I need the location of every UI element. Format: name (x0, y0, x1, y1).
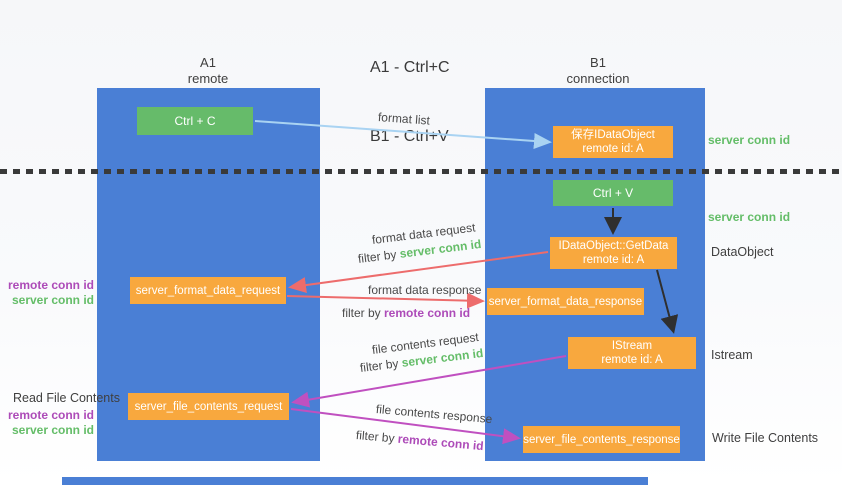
edge-label-format-data-response: format data response (368, 283, 482, 297)
node-idataobject-getdata-line2: remote id: A (582, 254, 645, 266)
remote-conn-id-text: remote conn id (397, 431, 485, 454)
column-a1-subtitle: remote (187, 71, 229, 86)
left-conn-id-pair-2: remote conn id server conn id (2, 408, 94, 438)
column-header-a1: A1 remote (148, 55, 268, 87)
node-save-idataobject-line2: remote id: A (582, 143, 644, 155)
node-server-file-contents-response: server_file_contents_response (523, 426, 680, 453)
diagram-title: A1 - Ctrl+C B1 - Ctrl+V (370, 10, 450, 194)
server-conn-id-label: server conn id (11, 293, 94, 307)
node-save-idataobject-line1: 保存IDataObject (571, 129, 655, 141)
node-istream-line1: IStream (611, 340, 653, 352)
side-label-dataobject: DataObject (711, 245, 774, 259)
node-istream-line2: remote id: A (601, 354, 663, 366)
side-label-istream: Istream (711, 348, 753, 362)
node-server-format-data-request: server_format_data_request (130, 277, 286, 304)
column-b1-name: B1 (590, 55, 606, 70)
side-label-server-conn-id-mid: server conn id (708, 210, 791, 224)
node-ctrl-c: Ctrl + C (137, 107, 253, 135)
node-server-file-contents-request: server_file_contents_request (128, 393, 289, 420)
edge-label-file-contents-response: file contents response (375, 402, 493, 427)
filter-by-text: filter by (357, 246, 401, 266)
edge-label-filter-remote-1: filter by remote conn id (342, 306, 470, 320)
node-ctrl-c-label: Ctrl + C (174, 114, 216, 128)
node-save-idataobject: 保存IDataObject remote id: A (553, 126, 673, 158)
side-label-read-file-contents: Read File Contents (12, 391, 120, 405)
node-ctrl-v: Ctrl + V (553, 180, 673, 206)
remote-conn-id-text: remote conn id (384, 306, 471, 320)
filter-by-text: filter by (359, 355, 403, 375)
column-a1-name: A1 (200, 55, 216, 70)
column-header-b1: B1 connection (538, 55, 658, 87)
dotted-separator-line (0, 169, 842, 174)
server-conn-id-label: server conn id (11, 423, 94, 437)
title-line-1: A1 - Ctrl+C (370, 59, 450, 76)
node-ctrl-v-label: Ctrl + V (592, 186, 634, 200)
node-server-file-contents-response-label: server_file_contents_response (523, 433, 680, 446)
side-label-server-conn-id-top: server conn id (708, 133, 791, 147)
column-b1-subtitle: connection (566, 71, 630, 86)
title-line-2: B1 - Ctrl+V (370, 128, 449, 145)
node-idataobject-getdata-line1: IDataObject::GetData (558, 240, 669, 252)
bottom-blue-bar (62, 477, 648, 485)
node-idataobject-getdata: IDataObject::GetData remote id: A (550, 237, 677, 269)
node-server-format-data-response: server_format_data_response (487, 288, 644, 315)
filter-by-text: filter by (355, 428, 399, 446)
side-label-write-file-contents: Write File Contents (712, 431, 819, 445)
node-server-format-data-request-label: server_format_data_request (135, 284, 281, 297)
node-istream: IStream remote id: A (568, 337, 696, 369)
remote-conn-id-label: remote conn id (7, 278, 94, 292)
edge-label-filter-remote-2: filter by remote conn id (355, 428, 484, 453)
remote-conn-id-label: remote conn id (7, 408, 94, 422)
node-server-format-data-response-label: server_format_data_response (488, 295, 643, 308)
node-server-file-contents-request-label: server_file_contents_request (134, 400, 283, 413)
filter-by-text: filter by (342, 306, 385, 320)
left-conn-id-pair-1: remote conn id server conn id (2, 278, 94, 308)
